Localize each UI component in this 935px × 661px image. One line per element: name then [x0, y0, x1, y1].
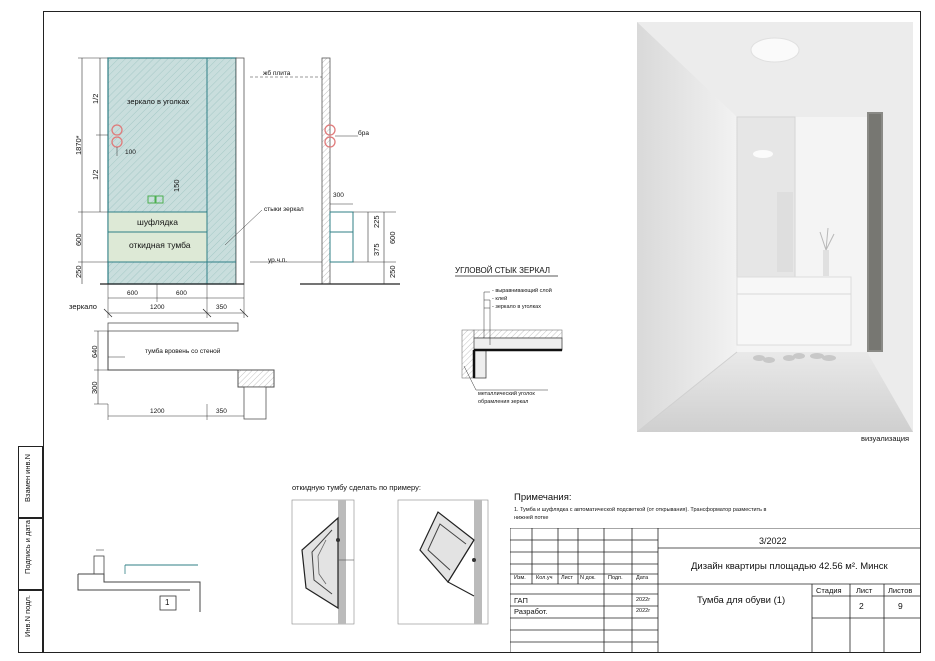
dim-half-top: 1/2: [91, 93, 100, 104]
project-title: Дизайн квартиры площадью 42.56 м². Минск: [691, 561, 888, 572]
cabinet-label: откидная тумба: [129, 240, 191, 250]
joints-label: стыки зеркал: [264, 206, 304, 213]
plan-dim-300: 300: [90, 381, 99, 394]
section-dim-250: 250: [388, 265, 397, 278]
floor-label: ур.ч.п.: [268, 257, 288, 264]
drawer-label: шуфлядка: [137, 217, 178, 227]
stamp-replace-inv: Взамен инв.N: [18, 446, 43, 518]
flush-label: тумба вровень со стеной: [145, 348, 221, 355]
notes-line-1: 1. Тумба и шуфлядка с автоматической под…: [514, 507, 767, 513]
header-list: Лист: [561, 575, 573, 581]
dim-600: 600: [74, 233, 83, 246]
role-gap-date: 2022г: [636, 597, 651, 603]
layer-mirror: - зеркало в уголках: [492, 304, 541, 310]
sheet-title: Тумба для обуви (1): [697, 595, 786, 606]
notes-line-2: нижней потке: [514, 515, 549, 521]
slab-label: жб плита: [263, 70, 291, 77]
mirror-ref-label: зеркало: [69, 302, 97, 311]
section-dim-225: 225: [372, 215, 381, 228]
small-view: [77, 549, 201, 612]
section-dim-300: 300: [333, 192, 344, 199]
dim-half-bottom: 1/2: [91, 169, 100, 180]
role-developer: Разработ.: [514, 607, 548, 616]
role-developer-date: 2022г: [636, 608, 651, 614]
project-code: 3/2022: [759, 536, 787, 546]
visualization-render: [637, 22, 913, 432]
view-number-box: [159, 595, 177, 611]
view-number: 1: [165, 598, 170, 607]
stamp-signature-date: Подпись и дата: [18, 518, 43, 590]
sconce-icon: [111, 124, 123, 136]
dim-width-1: 600: [127, 290, 138, 297]
dim-total-height: 1870*: [74, 135, 83, 155]
header-podp: Подп.: [608, 575, 623, 581]
section-view: [250, 57, 400, 285]
sconce-label: бра: [358, 130, 369, 137]
layer-glue: - клей: [492, 296, 508, 302]
sheet-value: 2: [859, 601, 864, 611]
sconce-icon: [324, 124, 336, 136]
switch-icon: [147, 195, 156, 204]
sheets-header: Листов: [888, 586, 913, 595]
plan-dim-640: 640: [90, 345, 99, 358]
hallway-render-image: [637, 22, 913, 432]
dim-250: 250: [74, 265, 83, 278]
corner-detail-title: УГЛОВОЙ СТЫК ЗЕРКАЛ: [455, 266, 550, 275]
plan-dim-350: 350: [216, 408, 227, 415]
header-izm: Изм.: [514, 575, 526, 581]
dim-width-2: 600: [176, 290, 187, 297]
visualization-label: визуализация: [861, 434, 910, 443]
drawing-frame: [43, 11, 921, 653]
header-kol: Кол.уч: [536, 575, 553, 581]
corner-detail: [455, 275, 563, 391]
section-dim-375: 375: [372, 243, 381, 256]
dim-100: 100: [125, 149, 136, 156]
plan-view: [94, 322, 275, 420]
mirror-label: зеркало в уголках: [127, 97, 190, 106]
section-dim-600: 600: [388, 231, 397, 244]
example-images: [291, 499, 489, 625]
notes-title: Примечания:: [514, 492, 572, 503]
sconce-icon: [324, 136, 336, 148]
example-caption: откидную тумбу сделать по примеру:: [292, 483, 421, 492]
stage-header: Стадия: [816, 586, 842, 595]
angle-label-2: обрамления зеркал: [478, 399, 529, 405]
sheet-header: Лист: [856, 586, 873, 595]
sheets-value: 9: [898, 601, 903, 611]
angle-label-1: металлический уголок: [478, 391, 535, 397]
role-gap: ГАП: [514, 596, 528, 605]
plan-dim-1200: 1200: [150, 408, 165, 415]
title-block: [510, 528, 921, 653]
stamp-inv-original: Инв.N подл.: [18, 590, 43, 653]
dim-1200: 1200: [150, 304, 165, 311]
header-ndok: N док.: [580, 575, 596, 581]
elevation-view: [78, 57, 263, 318]
cabinet-rect: [107, 231, 208, 263]
dim-150: 150: [172, 179, 181, 192]
dim-350: 350: [216, 304, 227, 311]
layer-leveling: - выравнивающий слой: [492, 288, 552, 294]
header-date: Дата: [636, 575, 649, 581]
